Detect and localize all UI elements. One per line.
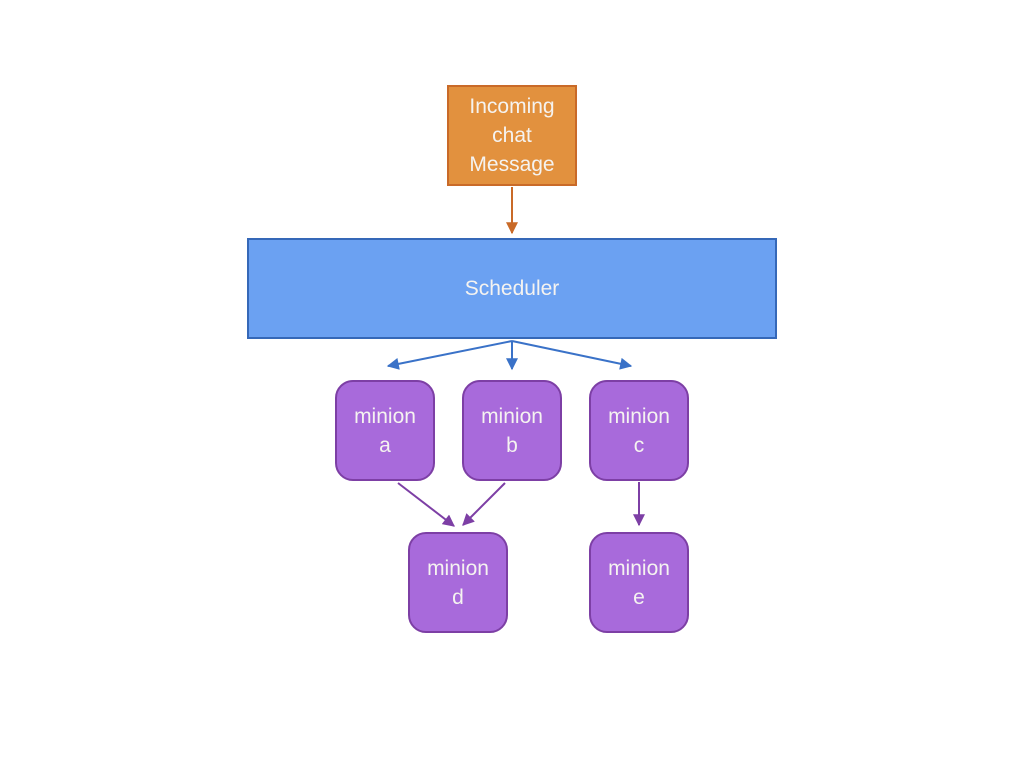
- edge-scheduler-to-minion-c: [511, 340, 633, 370]
- node-minion-b-label: minion b: [481, 404, 543, 457]
- edge-minion-b-to-minion-d: [462, 482, 506, 526]
- edge-minion-a-to-minion-d: [397, 482, 455, 527]
- node-scheduler-label: Scheduler: [464, 276, 560, 300]
- node-minion-c: minion c: [589, 380, 689, 481]
- node-minion-d: minion d: [408, 532, 508, 633]
- node-scheduler: Scheduler: [247, 238, 777, 339]
- node-incoming-chat-message-label: Incoming chat Message: [469, 95, 555, 176]
- node-minion-e: minion e: [589, 532, 689, 633]
- node-minion-d-label: minion d: [427, 556, 489, 609]
- node-minion-e-label: minion e: [608, 556, 670, 609]
- node-minion-a-label: minion a: [354, 404, 416, 457]
- node-minion-b: minion b: [462, 380, 562, 481]
- node-minion-a: minion a: [335, 380, 435, 481]
- node-minion-c-label: minion c: [608, 404, 670, 457]
- node-incoming-chat-message: Incoming chat Message: [447, 85, 577, 186]
- edge-scheduler-to-minion-a: [386, 340, 513, 370]
